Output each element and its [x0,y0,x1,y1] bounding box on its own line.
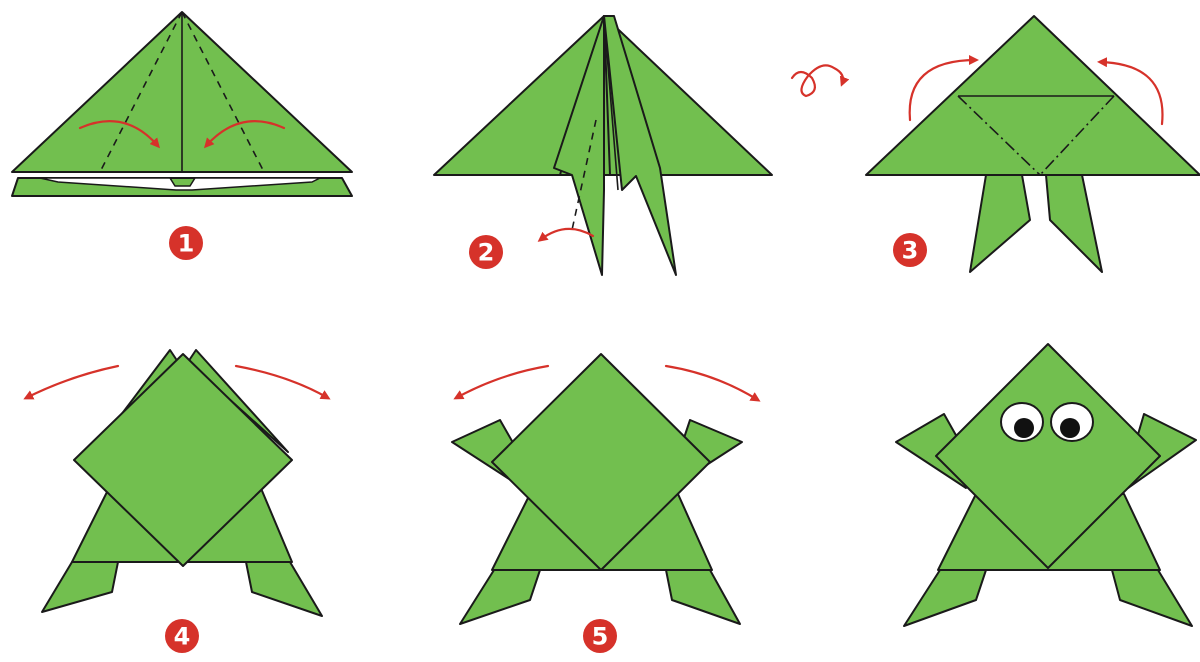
curved-arrow-icon [26,366,118,398]
step-number-label: 4 [174,623,191,651]
step-number-badge: 5 [583,619,617,653]
eye-right [1051,403,1093,441]
step3-leg-left [970,175,1030,272]
frog-foot-right [1112,570,1192,626]
step-number-badge: 4 [165,619,199,653]
curved-arrow-icon [540,229,593,240]
finished-frog-figure [896,344,1196,626]
step5-foot-left [460,570,540,624]
eye-left [1001,403,1043,441]
step-3-figure [792,16,1200,272]
flip-over-icon [792,65,843,96]
step4-foot-left [42,562,118,612]
step-1-figure [12,12,352,196]
curved-arrow-icon [666,366,758,400]
step-number-label: 3 [902,237,919,265]
step-number-label: 1 [178,230,195,258]
curved-arrow-icon [456,366,548,398]
step-number-badge: 2 [469,235,503,269]
step-number-badge: 1 [169,226,203,260]
step3-leg-right [1046,175,1102,272]
step4-foot-right [246,562,322,616]
step-number-label: 2 [478,239,495,267]
step5-foot-right [666,570,740,624]
step-number-label: 5 [592,623,609,651]
step-5-figure [452,354,758,624]
step-number-badge: 3 [893,233,927,267]
frog-foot-left [904,570,986,626]
step-4-figure [26,350,328,616]
curved-arrow-icon [236,366,328,398]
